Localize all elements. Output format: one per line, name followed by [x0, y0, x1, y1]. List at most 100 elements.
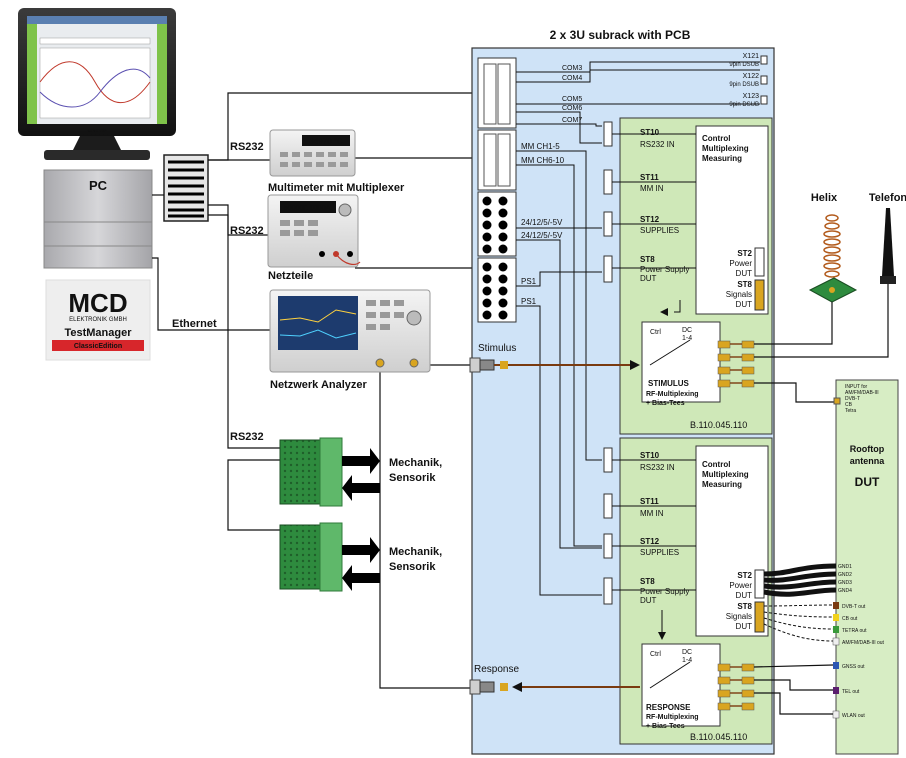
board-stimulus: Control Multiplexing Measuring ST10 RS23… — [604, 118, 772, 434]
top-dc: DC — [682, 327, 692, 334]
bot-st11-sub: MM IN — [640, 509, 664, 518]
mechanik-label-1a: Mechanik, — [389, 457, 442, 469]
pc-tower: PC — [44, 170, 152, 268]
bot-mux-sub2: + Bias-Tees — [646, 723, 685, 730]
mm-ch1-5-label: MM CH1-5 — [521, 142, 560, 151]
top-st10: ST10 — [640, 128, 660, 137]
top-cm2: Multiplexing — [702, 144, 749, 153]
bot-st11: ST11 — [640, 497, 659, 506]
bot-st12-sub: SUPPLIES — [640, 548, 679, 557]
mcd-company: ELEKTRONIK GMBH — [69, 317, 127, 323]
bot-mux-sub1: RF-Multiplexing — [646, 714, 699, 721]
top-st10-sub: RS232 IN — [640, 140, 675, 149]
psu-display: 50000Γ. 0000A. — [284, 205, 333, 212]
supply-label-2: 24/12/5/-5V — [521, 231, 563, 240]
dut-title2: antenna — [850, 456, 886, 466]
dut-title3: DUT — [855, 475, 880, 489]
bot-st2-sub1: Power — [729, 581, 752, 590]
dut-out-amfm: AM/FM/DAB-III out — [842, 640, 885, 646]
ps1-label-b: PS1 — [521, 297, 537, 306]
power-supply-instrument: 50000Γ. 0000A. — [268, 195, 360, 267]
top-st8-sub2: DUT — [640, 274, 657, 283]
dut-gnd2: GND2 — [838, 572, 852, 578]
bot-cm2: Multiplexing — [702, 470, 749, 479]
com3-label: COM3 — [562, 65, 582, 72]
dut-out-tel: TEL out — [842, 689, 860, 695]
top-st8r: ST8 — [737, 280, 752, 289]
bot-st8r: ST8 — [737, 602, 752, 611]
x122-type: 9pin DSUB — [729, 82, 759, 88]
diagram-title: 2 x 3U subrack with PCB — [550, 28, 691, 42]
supply-label-1: 24/12/5/-5V — [521, 218, 563, 227]
telefon-label: Telefon — [869, 192, 906, 204]
dut-out-wlan: WLAN out — [842, 713, 865, 719]
rs232-label-top: RS232 — [230, 141, 264, 153]
top-st11: ST11 — [640, 173, 659, 182]
bot-st8r-sub2: DUT — [736, 622, 753, 631]
top-st2: ST2 — [737, 249, 752, 258]
mcd-product: TestManager — [64, 327, 132, 339]
network-analyzer-instrument — [270, 290, 430, 372]
dut-title1: Rooftop — [850, 444, 885, 454]
top-st2-sub2: DUT — [736, 269, 753, 278]
bot-st8: ST8 — [640, 577, 655, 586]
dut-gnd1: GND1 — [838, 564, 852, 570]
top-st8r-sub2: DUT — [736, 300, 753, 309]
top-st11-sub: MM IN — [640, 184, 664, 193]
top-mux-sub2: + Bias-Tees — [646, 400, 685, 407]
monitor-brand-label: MONITOR — [88, 128, 107, 133]
helix-antenna — [810, 215, 856, 302]
mcd-testmanager-logo: MCD ELEKTRONIK GMBH TestManager ClassicE… — [46, 280, 150, 360]
monitor: MONITOR — [18, 8, 176, 160]
ethernet-label: Ethernet — [172, 318, 217, 330]
com5-label: COM5 — [562, 96, 582, 103]
dut-power-cables — [764, 566, 836, 594]
bot-st10: ST10 — [640, 451, 660, 460]
top-cm1: Control — [702, 134, 730, 143]
top-mux-sub1: RF-Multiplexing — [646, 391, 699, 398]
top-st12: ST12 — [640, 215, 660, 224]
bot-st2: ST2 — [737, 571, 752, 580]
top-mux-title: STIMULUS — [648, 379, 690, 388]
multimeter-instrument: 34970 °C — [270, 130, 355, 176]
mechanik-label-1b: Sensorik — [389, 472, 436, 484]
network-analyzer-label: Netzwerk Analyzer — [270, 379, 368, 391]
dut-panel: INPUT for AM/FM/DAB-III DVB-T CB Tetra R… — [833, 380, 898, 754]
dut-gnd3: GND3 — [838, 580, 852, 586]
top-st8r-sub1: Signals — [726, 290, 752, 299]
bot-st12: ST12 — [640, 537, 660, 546]
top-st2-sub1: Power — [729, 259, 752, 268]
x121-type: 9pin DSUB — [729, 62, 759, 68]
response-label: Response — [474, 664, 519, 675]
x123-label: X123 — [743, 93, 759, 100]
bot-st8-sub1: Power Supply — [640, 587, 689, 596]
top-st8: ST8 — [640, 255, 655, 264]
bot-ctrl: Ctrl — [650, 651, 661, 658]
bot-cm1: Control — [702, 460, 730, 469]
com6-label: COM6 — [562, 105, 582, 112]
top-st8-sub1: Power Supply — [640, 265, 689, 274]
serial-hub — [164, 155, 208, 221]
io-module-1 — [280, 438, 380, 506]
io-module-2 — [280, 523, 380, 591]
dut-out-cb: CB out — [842, 616, 858, 622]
netzteile-label: Netzteile — [268, 270, 313, 282]
top-ctrl: Ctrl — [650, 329, 661, 336]
com7-label: COM7 — [562, 117, 582, 124]
bot-dc: DC — [682, 649, 692, 656]
bot-st10-sub: RS232 IN — [640, 463, 675, 472]
rs232-label-bottom: RS232 — [230, 431, 264, 443]
mcd-brand: MCD — [68, 288, 127, 318]
mechanik-label-2a: Mechanik, — [389, 546, 442, 558]
bot-st2-sub2: DUT — [736, 591, 753, 600]
multimeter-display: 34970 °C — [309, 137, 343, 146]
dut-input5: Tetra — [845, 408, 856, 414]
dut-out-gnss: GNSS out — [842, 664, 865, 670]
backplane-connector — [478, 58, 516, 322]
ps1-label-a: PS1 — [521, 277, 537, 286]
dut-out-dvbt: DVB-T out — [842, 604, 866, 610]
bot-dc-range: 1-4 — [682, 657, 692, 664]
x121-label: X121 — [743, 53, 759, 60]
dut-out-tetra: TETRA out — [842, 628, 867, 634]
